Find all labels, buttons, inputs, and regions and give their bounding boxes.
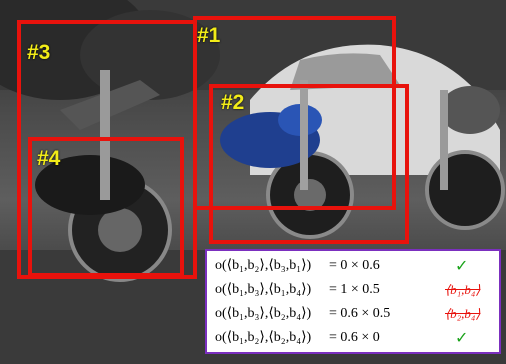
bbox-4 bbox=[28, 137, 184, 277]
formula-expression: o(⟨b₁,b₂⟩,⟨b₃,b₁⟩) bbox=[215, 258, 312, 273]
formula-value: = 0.6 × 0.5 bbox=[329, 306, 391, 321]
bbox-label-3: #3 bbox=[27, 41, 51, 64]
formula-expression: o(⟨b₁,b₂⟩,⟨b₂,b₄⟩) bbox=[215, 330, 312, 345]
formula-value: = 0.6 × 0 bbox=[329, 330, 380, 345]
rejected-pair-label: ⟨b₁,b₄⟩ bbox=[445, 282, 481, 297]
bbox-3 bbox=[17, 20, 197, 279]
formula-expression: o(⟨b₁,b₃⟩,⟨b₁,b₄⟩) bbox=[215, 282, 312, 297]
check-icon: ✓ bbox=[455, 328, 469, 347]
rejected-pair-label: ⟨b₂,b₄⟩ bbox=[445, 306, 481, 321]
bbox-2 bbox=[209, 84, 409, 244]
formula-value: = 1 × 0.5 bbox=[329, 282, 380, 297]
bbox-label-2: #2 bbox=[221, 91, 245, 114]
check-icon: ✓ bbox=[455, 256, 469, 275]
bbox-label-1: #1 bbox=[197, 24, 221, 47]
formula-expression: o(⟨b₁,b₃⟩,⟨b₂,b₄⟩) bbox=[215, 306, 312, 321]
formula-value: = 0 × 0.6 bbox=[329, 258, 380, 273]
overlap-formula-panel: o(⟨b₁,b₂⟩,⟨b₃,b₁⟩) = 0 × 0.6 ✓ o(⟨b₁,b₃⟩… bbox=[205, 249, 501, 354]
bbox-label-4: #4 bbox=[37, 147, 61, 170]
